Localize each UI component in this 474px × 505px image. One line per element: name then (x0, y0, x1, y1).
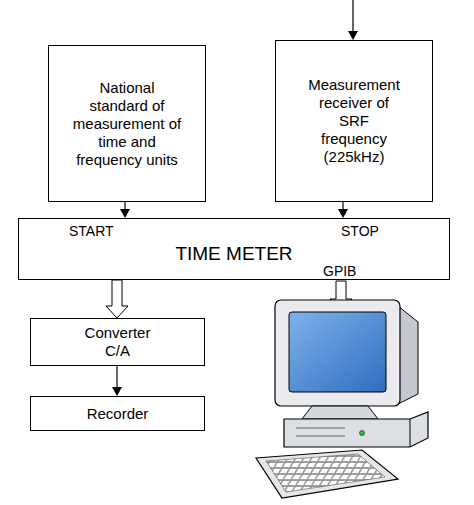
input-signal-line (352, 0, 353, 32)
meter-title: TIME METER (19, 243, 449, 266)
computer-illustration (256, 300, 428, 498)
connector-line (342, 202, 343, 210)
connector-line (116, 366, 117, 388)
port-label: STOP (341, 223, 379, 240)
power-led (360, 431, 365, 436)
monitor-side (398, 306, 418, 404)
time-meter-box: START STOP TIME METERGPIB (18, 218, 450, 280)
box-label: National standard of measurement of time… (71, 79, 183, 169)
arrow-head (112, 387, 122, 396)
converter-box: Converter C/A (30, 318, 205, 366)
receiver-box: Measurement receiver of SRF frequency (2… (275, 40, 433, 202)
computer-case (284, 412, 428, 447)
keyboard-keys (266, 454, 385, 492)
signal-arrow (338, 202, 348, 218)
keyboard-body (256, 450, 398, 498)
port-label: GPIB (323, 263, 356, 280)
input-signal-head (348, 31, 358, 40)
monitor-body (275, 300, 400, 406)
drive-slot (296, 428, 345, 429)
standard-box: National standard of measurement of time… (48, 45, 206, 202)
signal-arrow (120, 202, 130, 218)
recorder-box: Recorder (30, 396, 205, 431)
arrow-head (338, 209, 348, 218)
case-edge (410, 419, 411, 447)
signal-arrow (112, 366, 122, 396)
port-label: START (69, 223, 114, 240)
arrow-head (120, 209, 130, 218)
bus-arrow (106, 280, 128, 318)
box-label: Converter C/A (81, 324, 154, 360)
monitor-stand (302, 406, 378, 419)
drive-slot (296, 436, 345, 437)
connector-line (124, 202, 125, 210)
hollow-arrow-shape (106, 280, 128, 318)
box-label: Measurement receiver of SRF frequency (2… (306, 76, 402, 166)
box-label: Recorder (87, 405, 149, 423)
monitor-screen (289, 312, 386, 392)
